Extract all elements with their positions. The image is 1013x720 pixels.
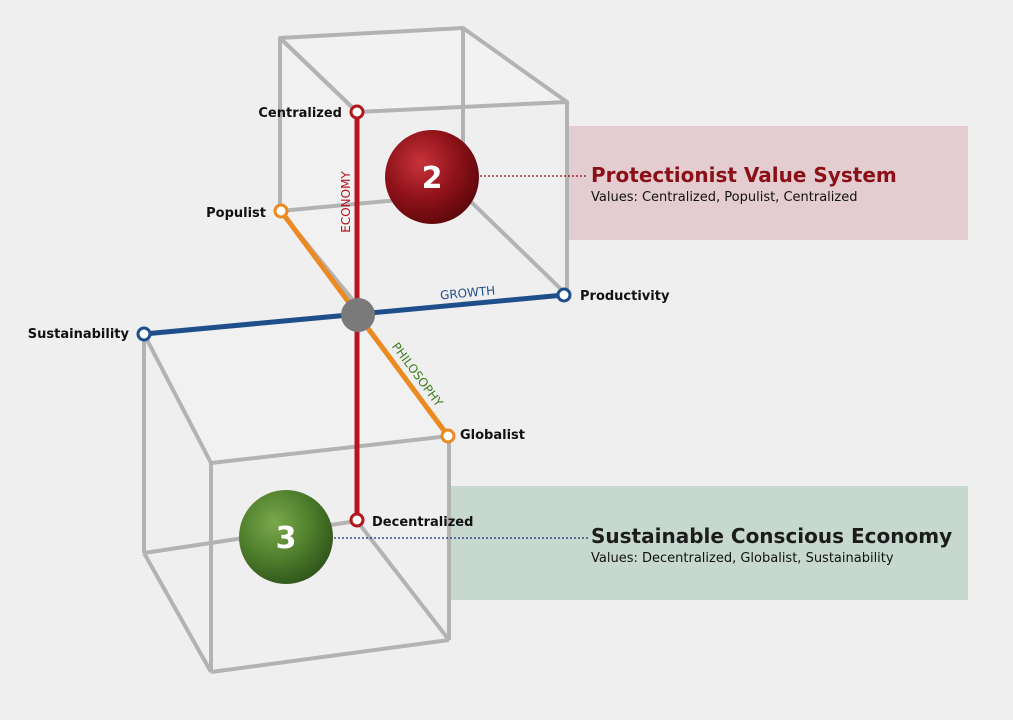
axes-hub [341, 298, 375, 332]
productivity-label: Productivity [580, 289, 670, 304]
globalist-label: Globalist [460, 428, 525, 443]
decentralized-marker [349, 512, 365, 528]
sustainable-sphere [239, 490, 333, 584]
growth-axis-name: GROWTH [439, 283, 495, 302]
productivity-marker [556, 287, 572, 303]
populist-label: Populist [206, 206, 266, 221]
sustainable-number: 3 [276, 521, 297, 556]
decentralized-label: Decentralized [372, 515, 473, 530]
globalist-marker [440, 428, 456, 444]
centralized-marker [349, 104, 365, 120]
sustainability-marker [136, 326, 152, 342]
sustainability-label: Sustainability [28, 327, 130, 342]
protectionist-panel [567, 126, 968, 240]
protectionist-number: 2 [422, 161, 443, 196]
economy-axis-name: ECONOMY [339, 171, 353, 233]
protectionist-sphere [385, 130, 479, 224]
populist-marker [273, 203, 289, 219]
protectionist-title: Protectionist Value System [591, 163, 897, 187]
protectionist-values: Values: Centralized, Populist, Centraliz… [591, 190, 857, 205]
sustainable-panel [448, 486, 968, 600]
sustainable-title: Sustainable Conscious Economy [591, 524, 952, 548]
centralized-label: Centralized [258, 106, 342, 121]
sustainable-values: Values: Decentralized, Globalist, Sustai… [591, 551, 894, 566]
